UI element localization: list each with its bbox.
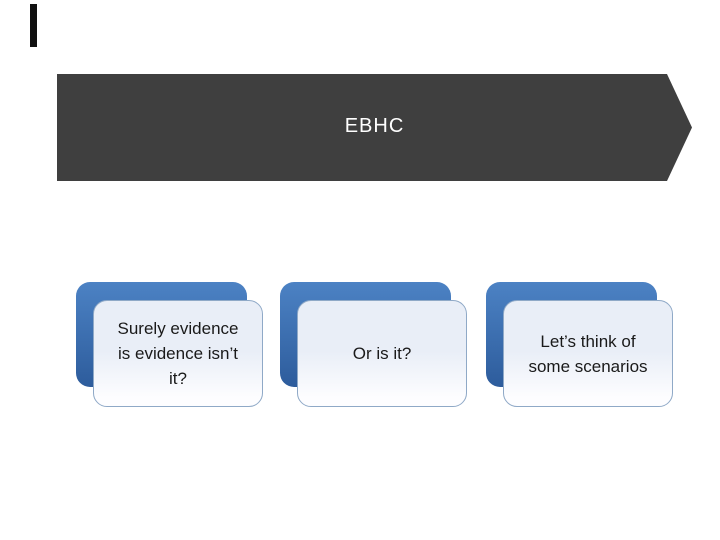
smartart-item-2: Or is it? (280, 282, 468, 408)
card-text: Surely evidence is evidence isn’t it? (117, 319, 239, 388)
text-card: Let’s think of some scenarios (503, 300, 673, 407)
card-text: Or is it? (352, 344, 412, 363)
text-card: Surely evidence is evidence isn’t it? (93, 300, 263, 407)
text-card: Or is it? (297, 300, 467, 407)
title-banner-arrow: EBHC (57, 74, 692, 181)
smartart-item-3: Let’s think of some scenarios (486, 282, 674, 408)
slide-corner-mark (30, 4, 37, 47)
card-text: Let’s think of some scenarios (528, 331, 648, 376)
smartart-item-1: Surely evidence is evidence isn’t it? (76, 282, 264, 408)
slide-title: EBHC (344, 115, 405, 137)
